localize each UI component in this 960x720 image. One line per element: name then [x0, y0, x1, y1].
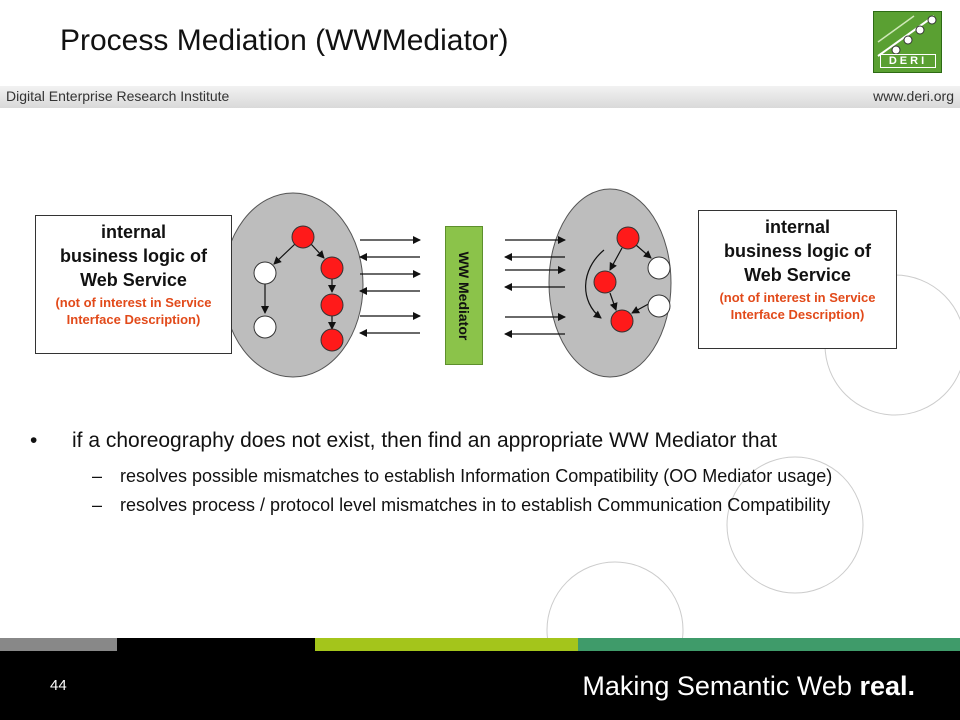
institute-name: Digital Enterprise Research Institute [6, 88, 230, 104]
footer-stripe-teal [578, 638, 960, 651]
edge-arrow [273, 243, 296, 265]
page-number: 44 [50, 677, 67, 694]
process-node-red [616, 226, 640, 250]
process-node-red [320, 256, 344, 280]
right-message-arrows [504, 236, 566, 338]
tagline: Making Semantic Web real. [582, 671, 915, 702]
deri-logo: DERI [873, 11, 942, 73]
edge-arrow [609, 292, 618, 311]
process-node-red [291, 225, 315, 249]
edge-arrow [310, 243, 325, 259]
tagline-bold: real. [859, 671, 915, 701]
bullet-dot-icon: • [30, 429, 38, 452]
header-band [0, 86, 960, 108]
bullet-item: • if a choreography does not exist, then… [30, 430, 930, 451]
bullet-text: if a choreography does not exist, then f… [72, 429, 778, 452]
sub-bullet-text: resolves process / protocol level mismat… [120, 495, 831, 515]
footer-bar [0, 638, 960, 720]
web-service-note: (not of interest in Service Interface De… [719, 290, 876, 322]
slide-title: Process Mediation (WWMediator) [60, 24, 509, 57]
process-node-red [320, 293, 344, 317]
edge-arrow [635, 244, 652, 259]
deco-circle [726, 456, 864, 594]
sub-bullet-item: – resolves possible mismatches to establ… [30, 467, 930, 486]
web-service-title: internal business logic of Web Service [723, 217, 872, 285]
left-web-service-box: internal business logic of Web Service (… [35, 215, 232, 354]
bullet-list: • if a choreography does not exist, then… [30, 430, 930, 515]
process-node-white [253, 315, 277, 339]
left-process-ellipse [222, 192, 364, 378]
dash-icon: – [92, 466, 103, 486]
logo-dots-icon [877, 15, 937, 57]
sub-bullet-text: resolves possible mismatches to establis… [120, 466, 833, 486]
footer-stripe-grey [0, 638, 117, 651]
tagline-main: Making Semantic Web [582, 671, 860, 701]
loop-arrow [585, 249, 605, 319]
edge-arrow [609, 247, 623, 271]
web-service-note: (not of interest in Service Interface De… [55, 295, 212, 327]
logo-text: DERI [880, 54, 936, 68]
process-node-white [253, 261, 277, 285]
process-node-white [647, 256, 671, 280]
ww-mediator-box: WW Mediator [445, 226, 483, 365]
dash-icon: – [92, 495, 103, 515]
footer-stripe-green [315, 638, 578, 651]
right-web-service-box: internal business logic of Web Service (… [698, 210, 897, 349]
footer-stripe-black [117, 638, 315, 651]
process-node-red [320, 328, 344, 352]
process-node-red [593, 270, 617, 294]
sub-bullet-item: – resolves process / protocol level mism… [30, 496, 930, 515]
left-process-edges [261, 243, 336, 330]
process-node-red [610, 309, 634, 333]
web-service-title: internal business logic of Web Service [59, 222, 208, 290]
left-message-arrows [359, 236, 421, 337]
site-url: www.deri.org [873, 88, 954, 104]
process-node-white [647, 294, 671, 318]
ww-mediator-label: WW Mediator [456, 251, 472, 340]
